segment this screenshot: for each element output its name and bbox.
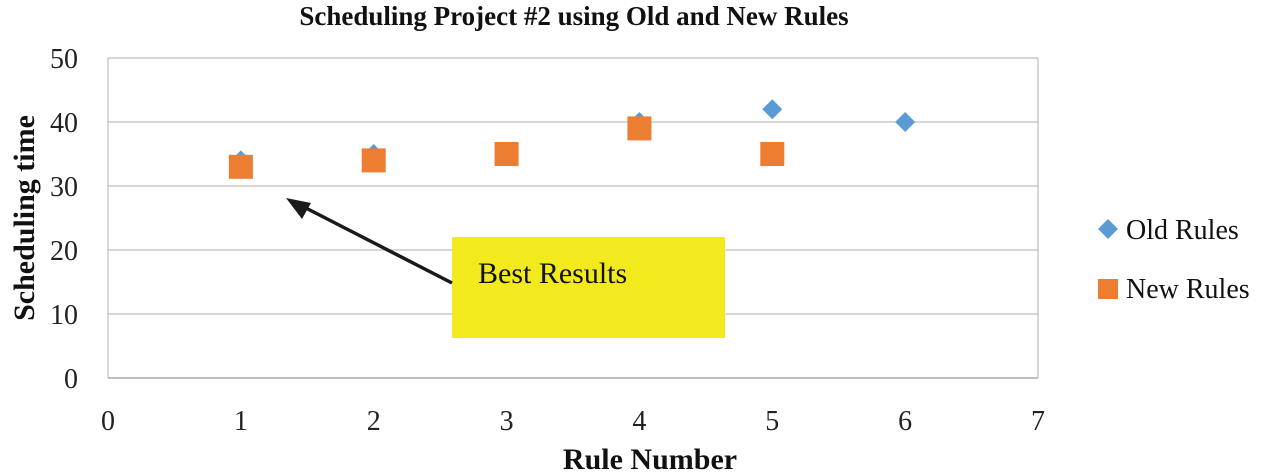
x-tick-label-6: 6 (898, 406, 912, 437)
x-tick-label-0: 0 (101, 406, 115, 437)
legend-label-old-rules: Old Rules (1126, 215, 1239, 246)
legend-item-new-rules: New Rules (1098, 274, 1250, 305)
point-new-rules-3 (494, 142, 519, 166)
annotation-arrow-head (286, 198, 311, 219)
y-axis-title: Scheduling time (8, 115, 41, 321)
y-tick-labels: 0 10 20 30 40 50 (50, 44, 78, 395)
point-new-rules-4 (627, 116, 652, 141)
legend-label-new-rules: New Rules (1126, 274, 1250, 305)
x-tick-label-3: 3 (500, 406, 514, 437)
point-new-rules-5 (760, 142, 785, 166)
annotation-arrow-line (299, 203, 453, 285)
annotation: Best Results (286, 198, 725, 338)
x-tick-label-2: 2 (367, 406, 381, 437)
legend-item-old-rules: Old Rules (1098, 215, 1239, 246)
annotation-box (452, 237, 725, 338)
annotation-text: Best Results (478, 257, 627, 290)
y-tick-label-20: 20 (50, 236, 78, 267)
x-tick-label-4: 4 (632, 406, 646, 437)
y-tick-label-30: 30 (50, 172, 78, 203)
x-tick-label-1: 1 (234, 406, 248, 437)
point-old-rules-6 (895, 112, 916, 132)
y-tick-label-10: 10 (50, 300, 78, 331)
x-axis-title: Rule Number (563, 443, 737, 474)
chart-title: Scheduling Project #2 using Old and New … (299, 1, 848, 31)
data-points (228, 99, 916, 179)
legend-marker-old-rules (1098, 219, 1118, 239)
x-tick-label-7: 7 (1031, 406, 1045, 437)
y-tick-label-50: 50 (50, 44, 78, 75)
y-tick-label-40: 40 (50, 108, 78, 139)
x-tick-labels: 0 1 2 3 4 5 6 7 (101, 406, 1045, 437)
point-new-rules-2 (361, 148, 386, 173)
point-new-rules-1 (228, 154, 253, 179)
legend: Old Rules New Rules (1098, 215, 1250, 305)
legend-marker-new-rules (1098, 279, 1118, 299)
point-old-rules-5 (762, 99, 783, 120)
y-tick-label-0: 0 (64, 364, 78, 395)
x-tick-label-5: 5 (765, 406, 779, 437)
